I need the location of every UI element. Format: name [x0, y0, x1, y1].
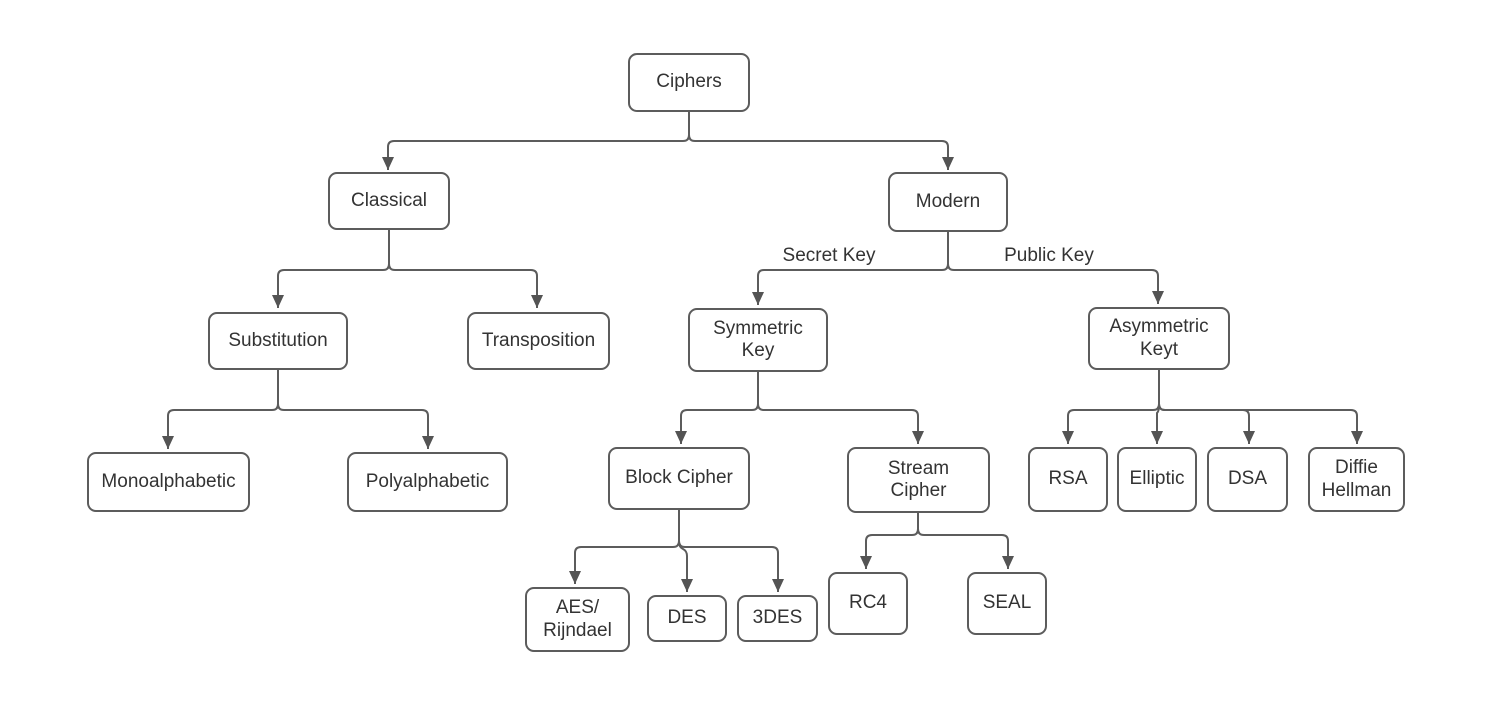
edge-asymmetric-diffie-hellman: [1158, 370, 1363, 444]
edge-asymmetric-rsa: [1062, 370, 1160, 444]
node-aes-rijndael: AES/ Rijndael: [525, 587, 630, 652]
node-asymmetric-key-label: Asymmetric Keyt: [1109, 316, 1209, 360]
node-stream-cipher-label: Stream Cipher: [887, 457, 950, 501]
node-monoalphabetic: Monoalphabetic: [87, 452, 250, 512]
edge-label-public-key: Public Key: [992, 245, 1106, 267]
node-substitution-label: Substitution: [228, 329, 328, 351]
node-seal-label: SEAL: [982, 592, 1032, 614]
node-symmetric-key-label: Symmetric Key: [713, 317, 803, 361]
edge-modern-symmetric-key: [752, 232, 949, 305]
edge-block-des: [678, 510, 693, 592]
edge-label-secret-key: Secret Key: [770, 245, 888, 267]
edge-substitution-polyalphabetic: [277, 370, 434, 449]
node-elliptic-label: Elliptic: [1129, 468, 1185, 490]
node-rc4: RC4: [828, 572, 908, 635]
edge-modern-asymmetric-key: [947, 232, 1164, 304]
node-rsa-label: RSA: [1048, 468, 1088, 490]
edge-symmetric-block-cipher: [675, 372, 759, 444]
node-polyalphabetic-label: Polyalphabetic: [365, 470, 490, 492]
node-classical: Classical: [328, 172, 450, 230]
node-ciphers-label: Ciphers: [656, 71, 722, 93]
edge-block-3des: [678, 510, 784, 592]
node-diffie-hellman-label: Diffie Hellman: [1321, 457, 1392, 501]
node-ciphers: Ciphers: [628, 53, 750, 112]
node-3des-label: 3DES: [752, 607, 803, 629]
node-des: DES: [647, 595, 727, 642]
node-diffie-hellman: Diffie Hellman: [1308, 447, 1405, 512]
node-modern-label: Modern: [915, 190, 981, 212]
edge-stream-seal: [917, 513, 1014, 569]
edge-classical-substitution: [272, 230, 390, 308]
edge-ciphers-classical: [382, 112, 690, 170]
node-elliptic: Elliptic: [1117, 447, 1197, 512]
node-polyalphabetic: Polyalphabetic: [347, 452, 508, 512]
node-monoalphabetic-label: Monoalphabetic: [101, 470, 236, 492]
node-substitution: Substitution: [208, 312, 348, 370]
edge-classical-transposition: [388, 230, 543, 308]
node-block-cipher-label: Block Cipher: [625, 467, 733, 489]
node-classical-label: Classical: [350, 189, 428, 211]
node-des-label: DES: [667, 607, 707, 629]
node-rc4-label: RC4: [848, 592, 887, 614]
node-stream-cipher: Stream Cipher: [847, 447, 990, 513]
edge-stream-rc4: [860, 513, 919, 569]
node-aes-rijndael-label: AES/ Rijndael: [543, 597, 612, 641]
edge-symmetric-stream-cipher: [757, 372, 924, 444]
edge-asymmetric-dsa: [1158, 370, 1255, 444]
node-block-cipher: Block Cipher: [608, 447, 750, 510]
node-transposition: Transposition: [467, 312, 610, 370]
node-3des: 3DES: [737, 595, 818, 642]
node-symmetric-key: Symmetric Key: [688, 308, 828, 372]
edge-ciphers-modern: [688, 112, 954, 170]
edge-substitution-monoalphabetic: [162, 370, 279, 449]
node-seal: SEAL: [967, 572, 1047, 635]
node-asymmetric-key: Asymmetric Keyt: [1088, 307, 1230, 370]
node-transposition-label: Transposition: [481, 329, 596, 351]
node-modern: Modern: [888, 172, 1008, 232]
node-dsa: DSA: [1207, 447, 1288, 512]
node-rsa: RSA: [1028, 447, 1108, 512]
edge-block-aes-rijndael: [569, 510, 680, 584]
node-dsa-label: DSA: [1227, 468, 1268, 490]
